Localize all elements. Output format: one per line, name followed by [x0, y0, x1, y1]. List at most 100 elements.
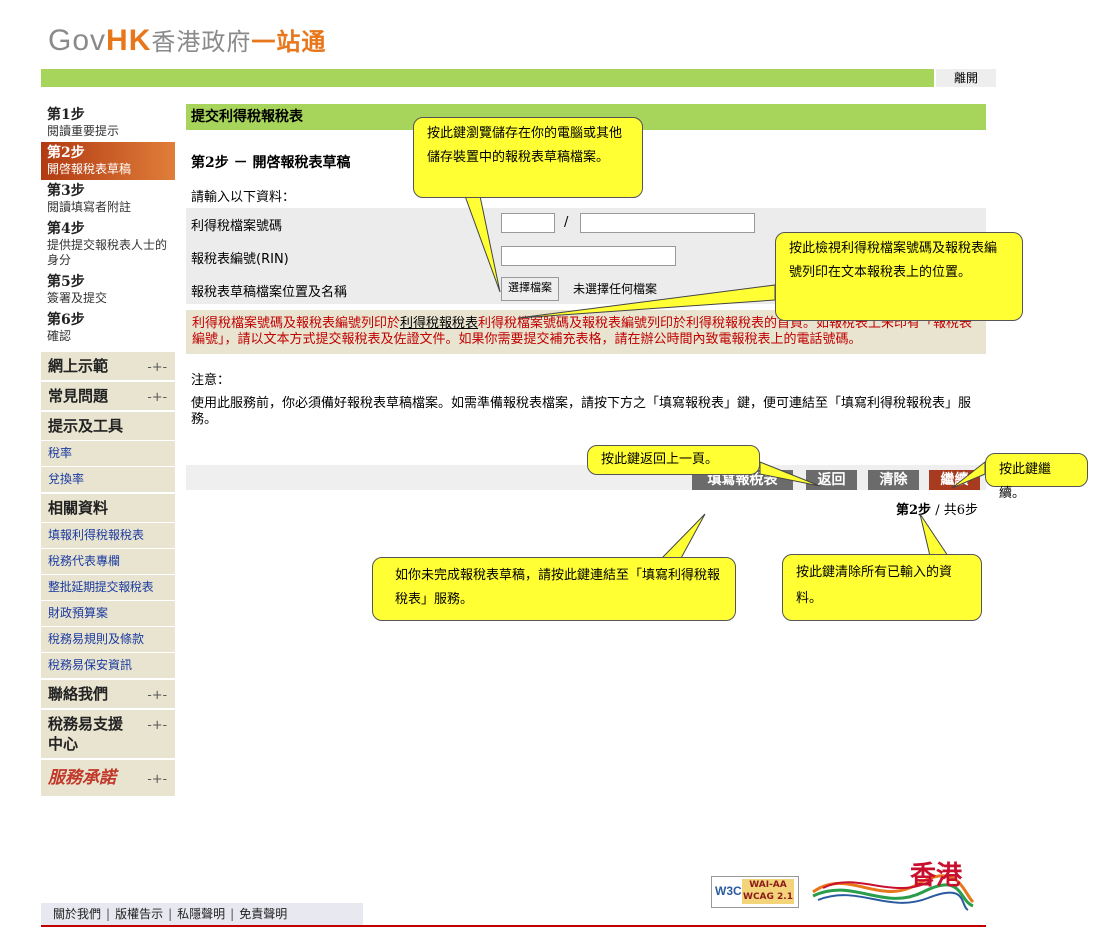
nav-support[interactable]: 稅務易支援中心 -+- [41, 708, 175, 758]
footer-link-disclaimer[interactable]: 免責聲明 [239, 907, 288, 921]
choose-file-button[interactable]: 選擇檔案 [501, 277, 559, 301]
nav-link-related[interactable]: 財政預算案 [41, 600, 175, 626]
pointer-view [517, 284, 776, 319]
step-5: 第5步 簽署及提交 [41, 271, 175, 309]
step-separator: / [935, 503, 940, 518]
footer-separator: | [230, 907, 235, 921]
expand-plus-icon: -+- [147, 390, 167, 405]
enter-info-label: 請輸入以下資料： [191, 190, 296, 205]
step-title: 第1步 [47, 107, 85, 123]
nav-section-title: 提示及工具 [48, 417, 124, 435]
logout-button[interactable]: 離開 [934, 69, 996, 87]
footer-links: 關於我們 | 版權告示 | 私隱聲明 | 免責聲明 [41, 903, 363, 925]
continue-button[interactable]: 繼續 [929, 470, 980, 490]
expand-plus-icon: -+- [147, 772, 167, 787]
wai-text: WAI-AA [749, 880, 787, 890]
step-title: 第2步 [47, 145, 85, 161]
profits-tax-return-link[interactable]: 利得稅報稅表 [400, 316, 479, 331]
expand-plus-icon: -+- [147, 718, 167, 733]
step-title: 第3步 [47, 183, 85, 199]
logo-cn-grey: 香港政府 [151, 28, 252, 56]
nav-service-pledge[interactable]: 服務承諾 -+- [41, 758, 175, 796]
service-pledge-logo: 服務承諾 [48, 768, 116, 788]
pointer-fill [658, 513, 706, 561]
expand-plus-icon: -+- [147, 360, 167, 375]
note-label: 注意： [191, 373, 231, 388]
total-steps: 共6步 [943, 503, 978, 518]
file-no-prefix-input[interactable] [501, 213, 555, 233]
w3c-wcag-badge[interactable]: W3C WAI-AA WCAG 2.1 [711, 876, 799, 908]
nav-faq[interactable]: 常見問題 -+- [41, 380, 175, 410]
footer-separator: | [168, 907, 173, 921]
footer-separator: | [106, 907, 111, 921]
wai-aa-badge: WAI-AA WCAG 2.1 [742, 879, 794, 904]
footer-link-about[interactable]: 關於我們 [53, 907, 102, 921]
clear-button[interactable]: 清除 [868, 470, 919, 490]
nav-label: 稅務易支援中心 [48, 715, 124, 753]
govhk-logo[interactable]: GovHK香港政府一站通 [48, 22, 326, 58]
file-no-suffix-input[interactable] [580, 213, 755, 233]
callout-back: 按此鍵返回上一頁。 [587, 445, 760, 475]
brand-hk-dragon-icon [812, 874, 975, 911]
pointer-continue [951, 460, 986, 489]
nav-label: 網上示範 [48, 357, 109, 375]
nav-link-exchange-rates[interactable]: 兌換率 [41, 466, 175, 492]
logo-cn-orange: 一站通 [251, 28, 327, 56]
callout-continue: 按此鍵繼續。 [985, 453, 1088, 501]
nav-label: 常見問題 [48, 387, 109, 405]
step-desc: 開啓報稅表草稿 [47, 162, 132, 176]
step-1: 第1步 閱讀重要提示 [41, 104, 175, 142]
current-step: 第2步 [896, 503, 932, 518]
expand-plus-icon: -+- [147, 688, 167, 703]
nav-label: 聯絡我們 [48, 685, 109, 703]
footer-link-privacy[interactable]: 私隱聲明 [177, 907, 226, 921]
step-3: 第3步 閱讀填寫者附註 [41, 180, 175, 218]
w3c-logo: W3C [715, 884, 742, 898]
nav-link-related[interactable]: 整批延期提交報稅表 [41, 574, 175, 600]
top-bar: 離開 [41, 69, 996, 87]
pointer-browse [464, 195, 501, 293]
file-no-separator: / [564, 215, 569, 230]
nav-link-related[interactable]: 稅務易保安資訊 [41, 652, 175, 678]
nav-link-tax-rates[interactable]: 稅率 [41, 440, 175, 466]
step-2-active: 第2步 開啓報稅表草稿 [41, 142, 175, 180]
draft-file-label: 報稅表草稿檔案位置及名稱 [191, 285, 348, 300]
callout-browse: 按此鍵瀏覽儲存在你的電腦或其他儲存裝置中的報稅表草稿檔案。 [413, 117, 643, 198]
pointer-back [759, 461, 821, 487]
step-title: 第6步 [47, 312, 85, 328]
step-desc: 閱讀重要提示 [47, 124, 120, 138]
rin-label: 報稅表編號(RIN) [191, 252, 289, 267]
wcag-text: WCAG 2.1 [743, 892, 793, 902]
main-content: 提交利得稅報稅表 第2步 － 開啓報稅表草稿 請輸入以下資料： 利得稅檔案號碼 … [186, 104, 986, 518]
brand-hk-text: 香港 [910, 861, 963, 891]
nav-contact[interactable]: 聯絡我們 -+- [41, 678, 175, 708]
callout-view: 按此檢視利得稅檔案號碼及報稅表編號列印在文本報稅表上的位置。 [775, 232, 1023, 321]
footer-link-copyright[interactable]: 版權告示 [115, 907, 164, 921]
callout-clear: 按此鍵清除所有已輸入的資料。 [782, 554, 982, 621]
step-desc: 提供提交報稅表人士的身分 [47, 238, 168, 267]
footer-red-line [41, 925, 986, 927]
nav-link-related[interactable]: 填報利得稅報稅表 [41, 522, 175, 548]
pointer-clear [919, 513, 949, 557]
step-desc: 閱讀填寫者附註 [47, 200, 132, 214]
logo-gov-text: Gov [48, 24, 107, 57]
nav-link-related[interactable]: 稅務易規則及條款 [41, 626, 175, 652]
file-no-label: 利得稅檔案號碼 [191, 219, 283, 234]
step-desc: 確認 [47, 329, 72, 343]
nav-link-related[interactable]: 稅務代表專欄 [41, 548, 175, 574]
step-heading: 第2步 － 開啓報稅表草稿 [191, 155, 351, 171]
no-file-chosen-text: 未選擇任何檔案 [573, 282, 658, 296]
step-6: 第6步 確認 [41, 309, 175, 350]
step-title: 第5步 [47, 274, 85, 290]
left-nav: 第1步 閱讀重要提示 第2步 開啓報稅表草稿 第3步 閱讀填寫者附註 第4步 提… [41, 104, 175, 796]
rin-input[interactable] [501, 246, 676, 266]
step-title: 第4步 [47, 221, 85, 237]
note-text: 使用此服務前，你必須備好報稅表草稿檔案。如需準備報稅表檔案，請按下方之「填寫報稅… [191, 396, 972, 427]
step-counter: 第2步 / 共6步 [896, 499, 978, 518]
nav-section-title: 相關資料 [48, 499, 109, 517]
nav-online-demo[interactable]: 網上示範 -+- [41, 350, 175, 380]
step-desc: 簽署及提交 [47, 291, 108, 305]
callout-fill: 如你未完成報稅表草稿，請按此鍵連結至「填寫利得稅報稅表」服務。 [372, 557, 736, 621]
nav-tips-tools: 提示及工具 稅率 兌換率 [41, 410, 175, 492]
